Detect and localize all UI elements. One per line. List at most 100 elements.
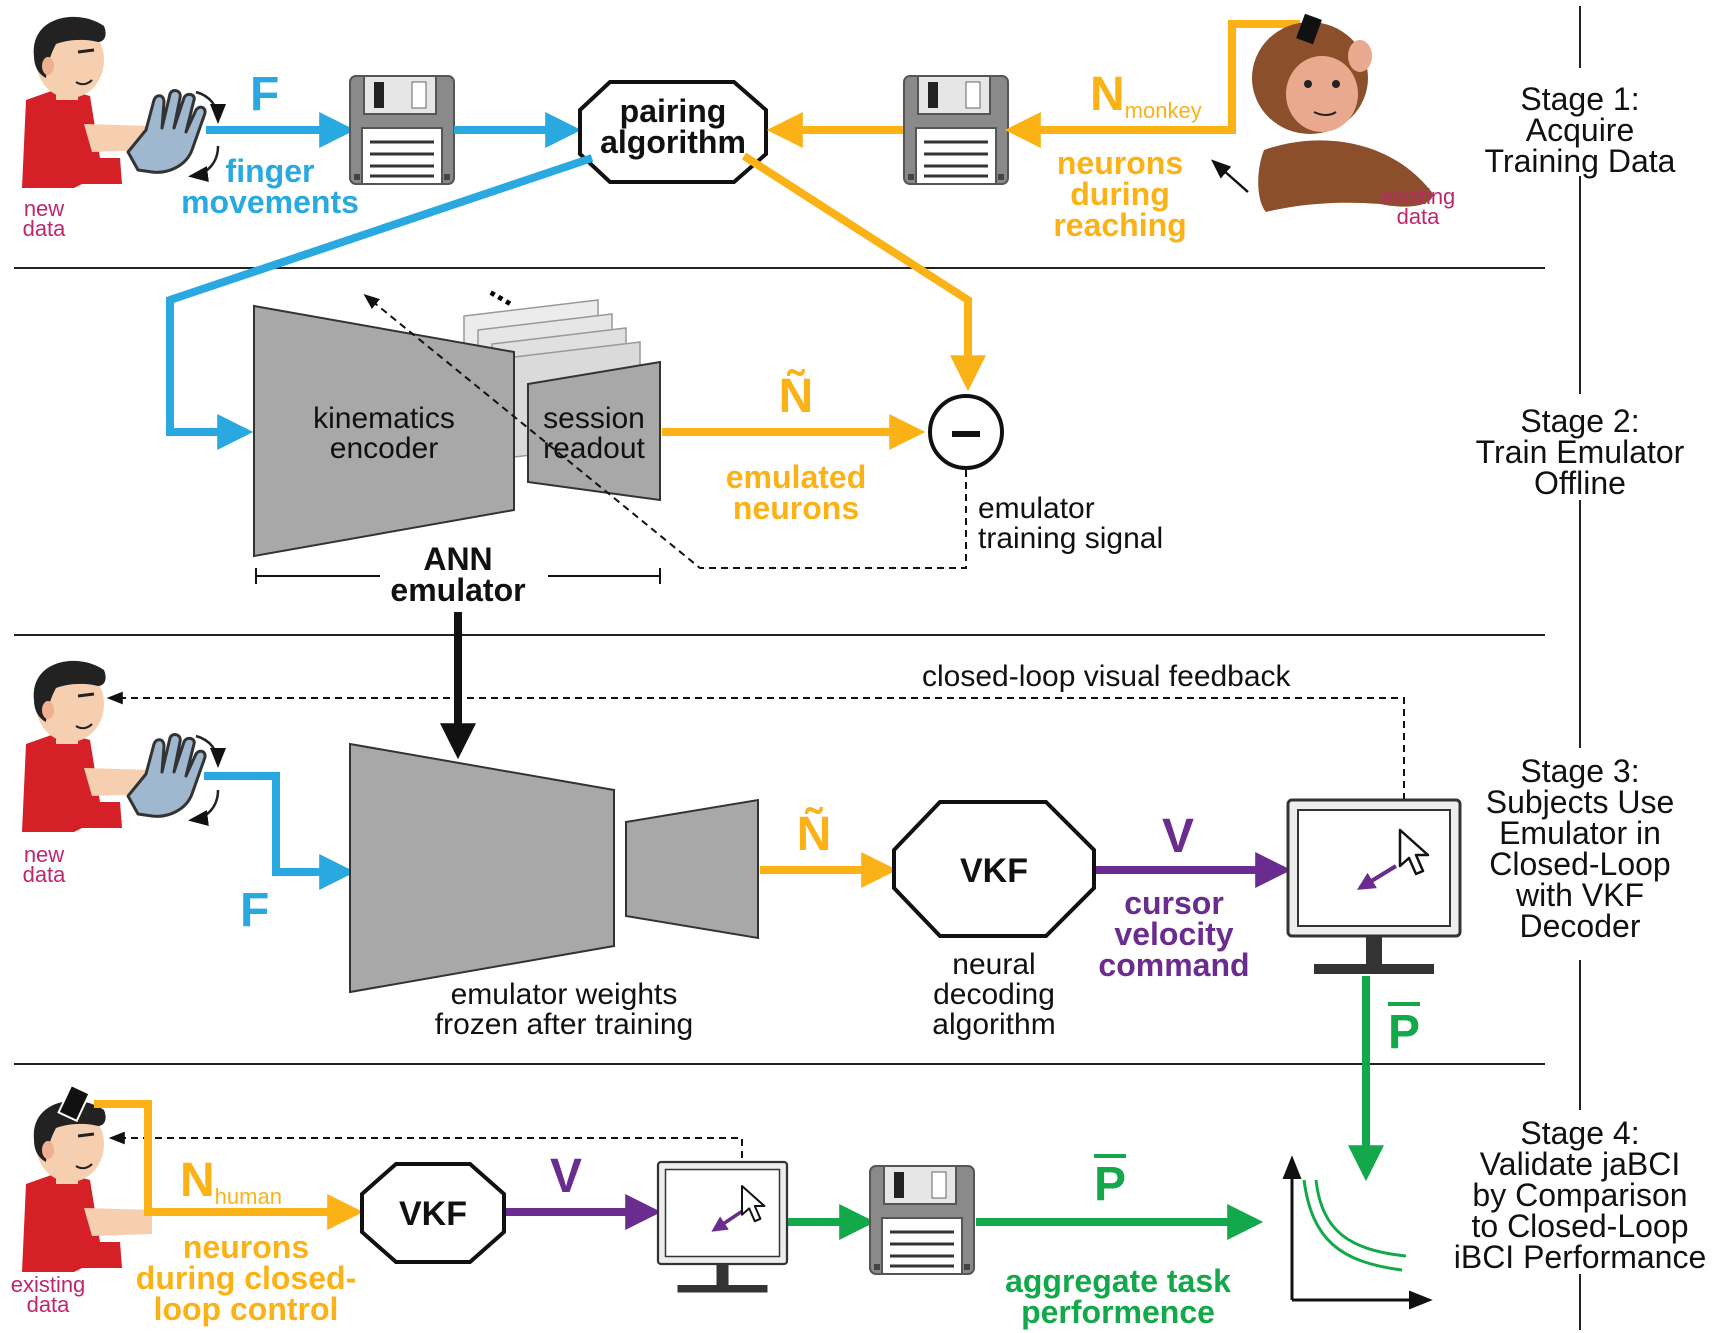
kinematics-encoder-label: kinematics: [313, 402, 455, 435]
n-human-label: Nhuman: [180, 1154, 282, 1209]
stage3-title-line: Subjects Use: [1486, 784, 1675, 820]
training-signal-label: training signal: [978, 522, 1163, 555]
p-bar-label: P: [1094, 1158, 1126, 1211]
neural-decoding-algorithm-label: decoding: [933, 978, 1055, 1011]
stage4-title-line: Validate jaBCI: [1480, 1146, 1680, 1182]
kinematics-encoder-label: encoder: [330, 432, 438, 465]
new-data-label: new: [24, 196, 64, 221]
stage3-title-line: Closed-Loop: [1489, 846, 1670, 882]
closed-loop-feedback-label: closed-loop visual feedback: [922, 660, 1292, 693]
cursor-velocity-command-label: velocity: [1114, 916, 1233, 952]
neurons-during-reaching-label: reaching: [1053, 207, 1186, 243]
stage3-title-line: Emulator in: [1499, 815, 1661, 851]
f-label: F: [250, 68, 279, 121]
cursor-velocity-vector: [711, 1208, 745, 1232]
finger-movements-label: finger: [226, 153, 315, 189]
session-readout-block: [527, 360, 661, 502]
pairing-to-encoder-arrow: [166, 154, 594, 450]
floppy-disk-icon: [348, 74, 456, 186]
stage4-title-line: to Closed-Loop: [1471, 1208, 1688, 1244]
cursor-velocity-vector: [1356, 864, 1398, 890]
stage1-title-line: Training Data: [1485, 143, 1676, 179]
dashed-gradient-line: [363, 293, 967, 569]
existing-data-label: data: [1397, 204, 1441, 229]
stage2-title-line: Train Emulator: [1476, 434, 1685, 470]
monkey-to-floppy-arrow: [1004, 20, 1300, 148]
neural-decoding-algorithm-label: neural: [952, 948, 1035, 981]
pairing-algorithm-label: pairing: [620, 93, 727, 129]
frozen-readout-block: [625, 798, 759, 940]
n-tilde-label: Ñ: [797, 806, 832, 861]
new-data-label: data: [23, 862, 67, 887]
neurons-closed-loop-label: neurons: [183, 1229, 309, 1265]
stage2-title-line: Stage 2:: [1520, 403, 1639, 439]
n-human-arrow: [94, 1100, 364, 1230]
emulated-neurons-label: neurons: [733, 490, 859, 526]
floppy-disk-icon: [902, 74, 1010, 186]
neurons-during-reaching-label: neurons: [1057, 145, 1183, 181]
new-data-label: data: [23, 216, 67, 241]
n-tilde-label: Ñ: [779, 368, 814, 423]
ann-emulator-bracket: [255, 568, 661, 584]
pairing-to-subtract-arrow: [741, 152, 986, 392]
cursor-velocity-command-label: cursor: [1124, 885, 1224, 921]
session-readout-label: session: [543, 402, 645, 435]
vkf-box: [360, 1162, 506, 1264]
closed-loop-feedback-line: [108, 1131, 743, 1158]
v-label: V: [550, 1150, 582, 1203]
frozen-encoder-block: [349, 742, 615, 994]
session-readout-label: readout: [543, 432, 645, 465]
stage4-title-line: iBCI Performance: [1454, 1239, 1707, 1275]
monitor-icon: [1286, 798, 1462, 976]
neurons-during-reaching-label: during: [1070, 176, 1170, 212]
new-data-label: new: [24, 842, 64, 867]
aggregate-performance-label: performence: [1021, 1294, 1215, 1330]
stage3-title-line: Stage 3:: [1520, 753, 1639, 789]
pairing-algorithm-label: algorithm: [600, 124, 746, 160]
stage4-title-line: Stage 4:: [1520, 1115, 1639, 1151]
human-subject-icon: [20, 1099, 154, 1274]
cursor-velocity-command-label: command: [1098, 947, 1249, 983]
floppy-disk-icon: [868, 1164, 976, 1276]
finger-movements-label: movements: [181, 184, 359, 220]
aggregate-performance-label: aggregate task: [1005, 1263, 1231, 1299]
f-label: F: [240, 884, 269, 937]
stage1-title-line: Stage 1:: [1520, 81, 1639, 117]
neurons-closed-loop-label: loop control: [154, 1291, 339, 1327]
existing-data-label: existing: [11, 1272, 86, 1297]
stage3-title-line: with VKF: [1515, 877, 1644, 913]
existing-data-label: existing: [1381, 184, 1456, 209]
emulator-weights-label: emulator weights: [451, 978, 678, 1011]
emulated-neurons-label: emulated: [726, 459, 866, 495]
v-label: V: [1162, 810, 1194, 863]
pairing-algorithm-box: [578, 80, 768, 184]
pointer-arrow: [1211, 159, 1249, 193]
stage3-title-line: Decoder: [1520, 908, 1641, 944]
stage2-title-line: Offline: [1534, 465, 1626, 501]
neural-decoding-algorithm-label: algorithm: [932, 1008, 1055, 1041]
ann-emulator-label: emulator: [390, 572, 525, 608]
stage1-title-line: Acquire: [1526, 112, 1635, 148]
vkf-box: [892, 800, 1096, 938]
stage-separators: [14, 6, 1581, 1330]
stack-ellipsis: ...: [484, 268, 525, 313]
implant-icon: [57, 1083, 91, 1123]
stage4-title-line: by Comparison: [1472, 1177, 1687, 1213]
performance-curve-plot: [1282, 1155, 1433, 1310]
n-monkey-label: Nmonkey: [1090, 68, 1202, 123]
vkf-label: VKF: [960, 852, 1028, 890]
ann-emulator-label: ANN: [423, 541, 492, 577]
existing-data-label: data: [27, 1292, 71, 1317]
neurons-closed-loop-label: during closed-: [136, 1260, 356, 1296]
monkey-icon: [1252, 13, 1433, 212]
emulator-weights-label: frozen after training: [435, 1008, 693, 1041]
f-arrow-to-encoder: [204, 772, 356, 890]
monitor-icon: [656, 1160, 789, 1294]
kinematics-encoder-block: [253, 304, 515, 558]
data-glove-icon: [128, 91, 218, 176]
training-signal-label: emulator: [978, 492, 1095, 525]
closed-loop-feedback-line: [106, 691, 1405, 800]
vkf-label: VKF: [399, 1195, 467, 1233]
p-bar-label: P: [1388, 1006, 1420, 1059]
